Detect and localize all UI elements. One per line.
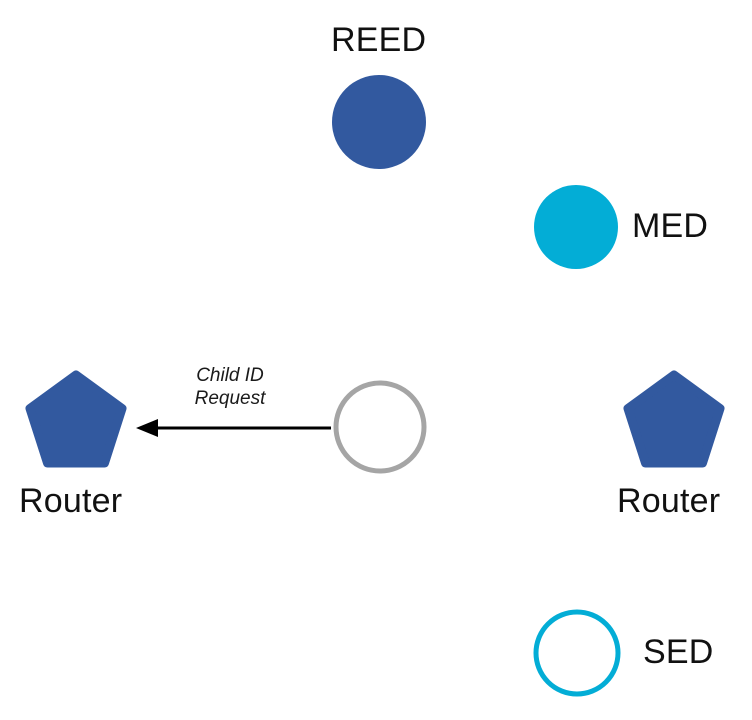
sed-node-circle[interactable] [533,609,621,697]
child-id-request-edge-label-line2: Request [194,388,266,409]
router-right-node-pentagon[interactable] [623,370,725,468]
router-right-node-label: Router [617,482,721,520]
reed-node-circle[interactable] [332,75,426,169]
child-id-request-edge-label-line1: Child ID [196,365,264,386]
child-id-request-edge-label: Child ID Request [155,364,305,410]
med-node-label: MED [632,207,709,245]
med-node-circle[interactable] [534,185,618,269]
child-id-request-arrowhead [136,419,158,437]
child-id-request-arrow [136,419,331,437]
sed-node-label: SED [643,633,714,671]
router-left-node-label: Router [19,482,123,520]
joining-device-node-circle[interactable] [333,380,427,474]
router-left-node-pentagon[interactable] [25,370,127,468]
reed-node-label: REED [331,21,427,59]
